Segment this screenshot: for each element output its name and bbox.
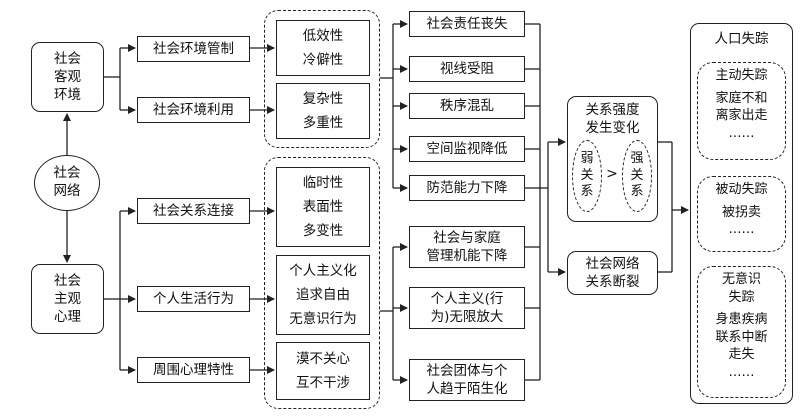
individualism-unlimited-node: 个人主义(行 为)无限放大 <box>409 287 525 329</box>
node-label: 社会责任丧失 <box>426 15 508 32</box>
weak-relation-oval: 弱 关 系 <box>572 140 602 212</box>
outcome-type-label: 主动失踪 <box>715 68 768 83</box>
unconscious-missing-group: 无意识 失踪 身患疾病 联系中断 走失 …… <box>697 266 786 398</box>
node-label: 社会与家庭 管理机能下降 <box>426 229 508 264</box>
trait-label: 个人主义化 <box>289 262 357 279</box>
node-label: 强 关 系 <box>630 150 644 200</box>
group-strangers-node: 社会团体与个 人趋于陌生化 <box>409 359 525 401</box>
personal-behavior-node: 个人生活行为 <box>137 286 250 312</box>
order-chaos-node: 秩序混乱 <box>409 93 525 119</box>
trait-label: 低效性 <box>302 27 344 44</box>
outcome-type-label: 无意识 失踪 <box>721 272 761 305</box>
defense-low-node: 防范能力下降 <box>409 175 525 201</box>
surveillance-low-node: 空间监视降低 <box>409 136 525 162</box>
node-label: 社会 主观 心理 <box>54 272 81 326</box>
social-objective-environment-node: 社会 客观 环境 <box>31 42 104 112</box>
behavior-traits-box: 个人主义化 追求自由 无意识行为 <box>276 255 370 335</box>
node-label: 个人生活行为 <box>153 290 234 307</box>
env-control-node: 社会环境管制 <box>137 36 250 62</box>
trait-label: 追求自由 <box>296 286 350 303</box>
node-label: 秩序混乱 <box>440 97 494 114</box>
relation-link-node: 社会关系连接 <box>137 198 250 224</box>
node-label: > <box>606 166 618 182</box>
outcome-title: 人口失踪 <box>714 31 769 47</box>
node-label: 社会网络 关系断裂 <box>585 255 640 290</box>
node-label: 社会环境管制 <box>153 40 234 57</box>
outcome-detail: 身患疾病 联系中断 走失 …… <box>715 312 768 380</box>
active-missing-group: 主动失踪 家庭不和 离家出走 …… <box>697 62 786 160</box>
trait-label: 冷僻性 <box>302 52 344 68</box>
outcome-detail: 被拐卖 …… <box>721 204 761 238</box>
node-label: 空间监视降低 <box>426 140 508 157</box>
trait-label: 复杂性 <box>302 90 344 107</box>
trait-label: 多重性 <box>302 115 344 131</box>
network-break-node: 社会网络 关系断裂 <box>567 251 658 295</box>
env-use-node: 社会环境利用 <box>137 97 250 123</box>
trait-label: 漠不关心 <box>296 350 350 367</box>
outcome-type-label: 被动失踪 <box>715 182 768 197</box>
node-label: 弱 关 系 <box>580 150 594 200</box>
surrounding-psych-node: 周围心理特性 <box>137 357 250 383</box>
strong-relation-oval: 强 关 系 <box>622 140 652 212</box>
responsibility-loss-node: 社会责任丧失 <box>409 11 525 37</box>
node-label: 社会关系连接 <box>153 202 234 219</box>
missing-persons-outcome-box: 人口失踪 <box>690 23 793 404</box>
trait-label: 互不干涉 <box>296 375 350 391</box>
node-label: 社会团体与个 人趋于陌生化 <box>426 362 508 397</box>
trait-label: 多变性 <box>302 223 344 240</box>
control-traits-box: 低效性 冷僻性 <box>276 20 370 76</box>
node-label: 社会 客观 环境 <box>54 50 81 104</box>
trait-label: 表面性 <box>302 198 344 215</box>
greater-than-symbol: > <box>604 166 620 182</box>
trait-label: 无意识行为 <box>289 311 357 328</box>
use-traits-box: 复杂性 多重性 <box>276 83 370 139</box>
node-label: 视线受阻 <box>440 60 494 77</box>
link-traits-box: 临时性 表面性 多变性 <box>276 167 370 247</box>
social-subjective-psychology-node: 社会 主观 心理 <box>31 264 104 334</box>
environment-traits-group <box>264 10 380 148</box>
psych-traits-box: 漠不关心 互不干涉 <box>276 342 370 400</box>
vision-blocked-node: 视线受阻 <box>409 56 525 82</box>
node-label: 社会环境利用 <box>153 101 234 118</box>
node-label: 防范能力下降 <box>426 179 508 196</box>
node-label: 周围心理特性 <box>153 361 234 378</box>
passive-missing-group: 被动失踪 被拐卖 …… <box>697 176 786 252</box>
family-management-low-node: 社会与家庭 管理机能下降 <box>409 226 525 268</box>
psychology-traits-group <box>264 157 380 409</box>
node-label: 社会 网络 <box>53 165 81 199</box>
outcome-detail: 家庭不和 离家出走 …… <box>715 90 768 141</box>
social-network-node: 社会 网络 <box>34 155 100 211</box>
trait-label: 临时性 <box>302 174 344 191</box>
node-label: 关系强度 发生变化 <box>585 102 640 137</box>
node-label: 个人主义(行 为)无限放大 <box>430 290 504 325</box>
